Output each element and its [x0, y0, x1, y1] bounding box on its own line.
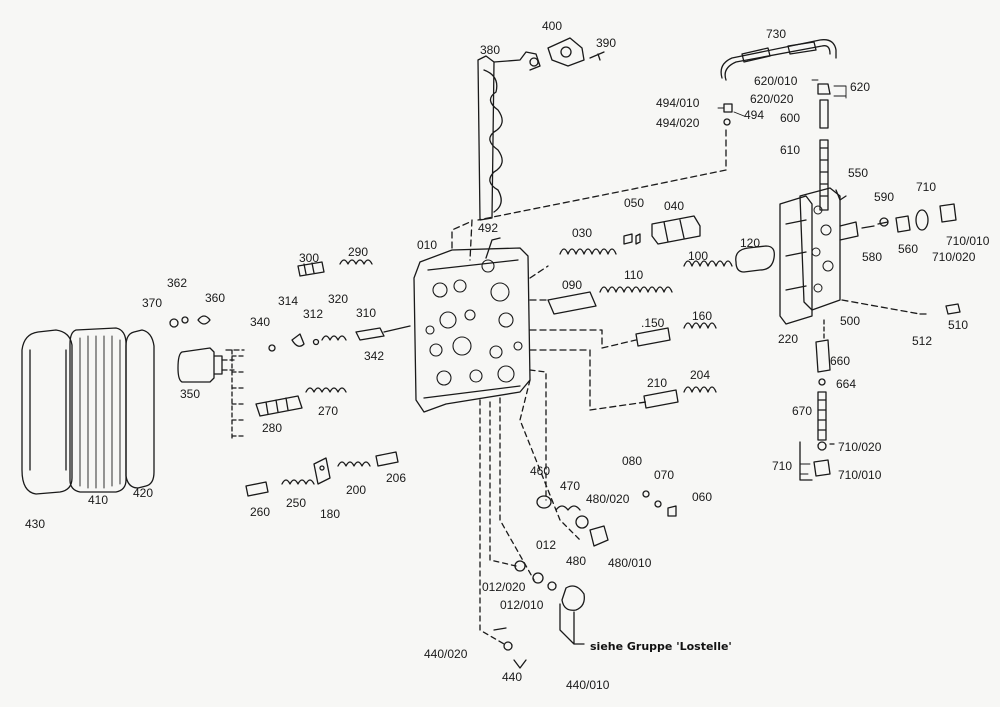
- label-600: 600: [780, 111, 801, 125]
- label-012: 012: [536, 538, 557, 552]
- label-300: 300: [299, 251, 320, 265]
- label-314: 314: [278, 294, 299, 308]
- label-440-020: 440/020: [424, 647, 468, 661]
- label-210: 210: [647, 376, 668, 390]
- label-590: 590: [874, 190, 895, 204]
- label-012-020: 012/020: [482, 580, 526, 594]
- label-710-top: 710: [916, 180, 937, 194]
- label-710-010-top: 710/010: [946, 234, 990, 248]
- label-204: 204: [690, 368, 711, 382]
- label-494-010: 494/010: [656, 96, 700, 110]
- label-620-010: 620/010: [754, 74, 798, 88]
- label-060: 060: [692, 490, 713, 504]
- label-512: 512: [912, 334, 933, 348]
- actuator-part: [561, 585, 585, 611]
- label-550: 550: [848, 166, 869, 180]
- label-270: 270: [318, 404, 339, 418]
- label-710-010-bottom: 710/010: [838, 468, 882, 482]
- label-206: 206: [386, 471, 407, 485]
- label-660: 660: [830, 354, 851, 368]
- solenoid-350: [177, 347, 223, 383]
- label-510: 510: [948, 318, 969, 332]
- label-560: 560: [898, 242, 919, 256]
- flange-400: [547, 37, 585, 67]
- label-350: 350: [180, 387, 201, 401]
- label-710-020-top: 710/020: [932, 250, 976, 264]
- label-410: 410: [88, 493, 109, 507]
- label-440: 440: [502, 670, 523, 684]
- label-200: 200: [346, 483, 367, 497]
- label-480: 480: [566, 554, 587, 568]
- label-480-010: 480/010: [608, 556, 652, 570]
- label-420: 420: [133, 486, 154, 500]
- label-160: 160: [692, 309, 713, 323]
- label-070: 070: [654, 468, 675, 482]
- tube-730: [720, 39, 837, 81]
- label-710-bottom: 710: [772, 459, 793, 473]
- label-290: 290: [348, 245, 369, 259]
- label-100: 100: [688, 249, 709, 263]
- label-280: 280: [262, 421, 283, 435]
- label-090: 090: [562, 278, 583, 292]
- label-342: 342: [364, 349, 385, 363]
- label-150: .150: [641, 316, 665, 330]
- label-310: 310: [356, 306, 377, 320]
- label-260: 260: [250, 505, 271, 519]
- plate-220: [779, 195, 813, 325]
- label-030: 030: [572, 226, 593, 240]
- label-480-020: 480/020: [586, 492, 630, 506]
- label-430: 430: [25, 517, 46, 531]
- label-470: 470: [560, 479, 581, 493]
- label-710-020-bottom: 710/020: [838, 440, 882, 454]
- label-312: 312: [303, 307, 324, 321]
- gasket-420: [125, 329, 155, 489]
- label-340: 340: [250, 315, 271, 329]
- label-390: 390: [596, 36, 617, 50]
- label-620: 620: [850, 80, 871, 94]
- label-494-020: 494/020: [656, 116, 700, 130]
- label-180: 180: [320, 507, 341, 521]
- label-040: 040: [664, 199, 685, 213]
- label-120: 120: [740, 236, 761, 250]
- valve-body-010: [413, 247, 531, 413]
- label-320: 320: [328, 292, 349, 306]
- label-370: 370: [142, 296, 163, 310]
- wiring-harness-380: [477, 55, 503, 221]
- label-012-010: 012/010: [500, 598, 544, 612]
- label-220: 220: [778, 332, 799, 346]
- label-400: 400: [542, 19, 563, 33]
- reference-note: siehe Gruppe 'Lostelle': [590, 640, 732, 653]
- plate-500: [799, 187, 841, 311]
- label-080: 080: [622, 454, 643, 468]
- label-360: 360: [205, 291, 226, 305]
- label-440-010: 440/010: [566, 678, 610, 692]
- cover-410: [69, 327, 127, 493]
- label-250: 250: [286, 496, 307, 510]
- label-500: 500: [840, 314, 861, 328]
- label-610: 610: [780, 143, 801, 157]
- label-492: 492: [478, 221, 499, 235]
- label-580: 580: [862, 250, 883, 264]
- label-362: 362: [167, 276, 188, 290]
- label-670: 670: [792, 404, 813, 418]
- label-494: 494: [744, 108, 765, 122]
- label-730: 730: [766, 27, 787, 41]
- label-010: 010: [417, 238, 438, 252]
- label-460: 460: [530, 464, 551, 478]
- gasket-430: [21, 329, 73, 495]
- label-050: 050: [624, 196, 645, 210]
- label-664: 664: [836, 377, 857, 391]
- label-380: 380: [480, 43, 501, 57]
- label-110: 110: [624, 268, 644, 282]
- label-620-020: 620/020: [750, 92, 794, 106]
